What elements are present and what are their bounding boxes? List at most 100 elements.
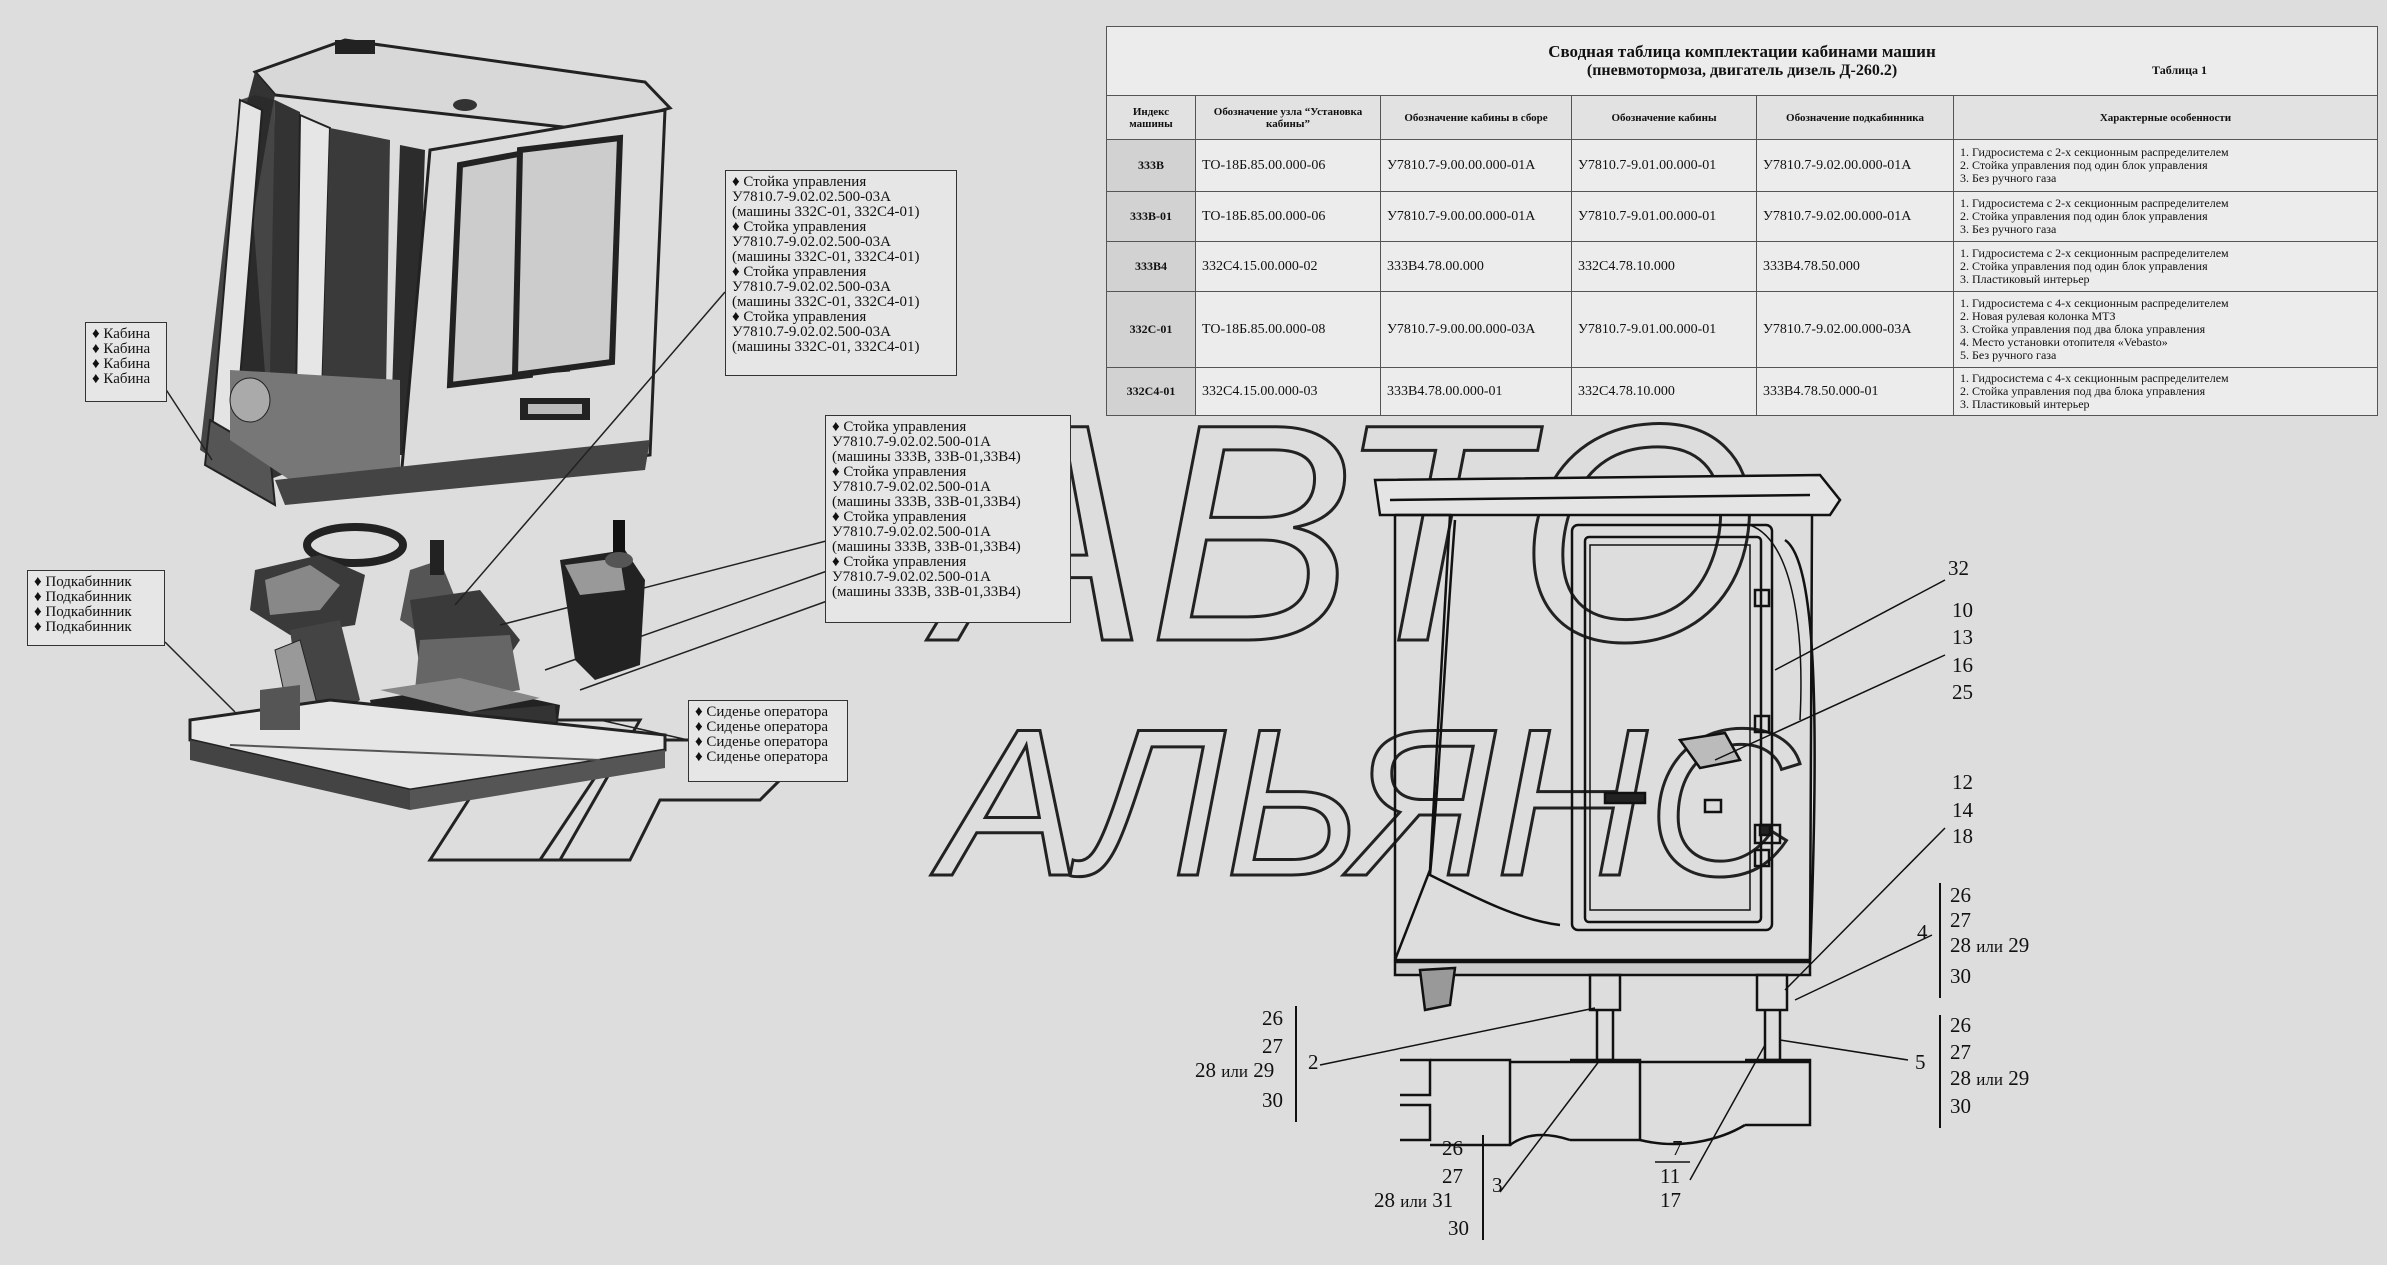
callout-30: 30 xyxy=(1448,1216,1469,1240)
label-line: (машины 332С-01, 332С4-01) xyxy=(732,249,920,265)
table-caption: Сводная таблица комплектации кабинами ма… xyxy=(1106,26,2378,96)
table-title: Сводная таблица комплектации кабинами ма… xyxy=(1548,42,1936,61)
callout-4: 4 xyxy=(1917,920,1928,944)
feature-line: 3. Без ручного газа xyxy=(1960,171,2057,185)
label-line: ♦ Стойка управления xyxy=(732,309,867,325)
callout-31-num: 31 xyxy=(1432,1188,1454,1212)
header-index: Индекс машины xyxy=(1106,95,1196,140)
cell-assembly: У7810.7-9.00.00.000-01А xyxy=(1380,191,1572,242)
label-line: ♦ Кабина xyxy=(92,341,151,357)
label-line: ♦ Кабина xyxy=(92,356,151,372)
cell-cab: У7810.7-9.01.00.000-01 xyxy=(1571,139,1757,192)
table-row: 333В4 332С4.15.00.000-02 333В4.78.00.000… xyxy=(1106,241,2378,292)
callout-28: 28 или 29 xyxy=(1195,1060,1274,1082)
label-line: ♦ Сиденье оператора xyxy=(695,704,828,720)
feature-line: 4. Место установки отопителя «Vebasto» xyxy=(1960,335,2168,349)
callout-29-num: 29 xyxy=(2008,933,2030,957)
callout-13: 13 xyxy=(1952,625,1973,649)
callout-28: 28 или 29 xyxy=(1950,1068,2029,1090)
cell-index: 333В xyxy=(1106,139,1196,192)
callout-26: 26 xyxy=(1262,1006,1283,1030)
header-assembly: Обозначение кабины в сборе xyxy=(1380,95,1572,140)
label-line: ♦ Сиденье оператора xyxy=(695,719,828,735)
table-row: 333В-01 ТО-18Б.85.00.000-06 У7810.7-9.00… xyxy=(1106,191,2378,242)
callout-12: 12 xyxy=(1952,770,1973,794)
feature-line: 3. Пластиковый интерьер xyxy=(1960,272,2090,286)
label-line: (машины 333В, 33В-01,33В4) xyxy=(832,494,1021,510)
label-line: ♦ Подкабинник xyxy=(34,574,132,590)
callout-or: или xyxy=(1221,1062,1248,1081)
callout-27: 27 xyxy=(1442,1164,1463,1188)
callout-5: 5 xyxy=(1915,1050,1926,1074)
table-row: 332С4-01 332С4.15.00.000-03 333В4.78.00.… xyxy=(1106,367,2378,416)
label-line: У7810.7-9.02.02.500-03А xyxy=(732,324,891,340)
header-unit: Обозначение узла “Установка кабины” xyxy=(1195,95,1381,140)
cell-unit: 332С4.15.00.000-02 xyxy=(1195,241,1381,292)
callout-18: 18 xyxy=(1952,824,1973,848)
label-control-stand-01a: ♦ Стойка управления У7810.7-9.02.02.500-… xyxy=(825,415,1071,623)
label-line: (машины 333В, 33В-01,33В4) xyxy=(832,584,1021,600)
callout-or: или xyxy=(1400,1192,1427,1211)
header-subcab: Обозначение подкабинника xyxy=(1756,95,1954,140)
cell-index: 333В-01 xyxy=(1106,191,1196,242)
cell-assembly: 333В4.78.00.000 xyxy=(1380,241,1572,292)
configuration-table: Сводная таблица комплектации кабинами ма… xyxy=(1106,26,2378,416)
label-line: (машины 332С-01, 332С4-01) xyxy=(732,204,920,220)
cell-index: 332С-01 xyxy=(1106,291,1196,368)
label-line: (машины 333В, 33В-01,33В4) xyxy=(832,539,1021,555)
callout-or: или xyxy=(1976,1070,2003,1089)
callout-7: 7 xyxy=(1672,1136,1683,1160)
label-line: ♦ Стойка управления xyxy=(832,554,967,570)
callout-17: 17 xyxy=(1660,1188,1681,1212)
feature-line: 1. Гидросистема с 4-х секционным распред… xyxy=(1960,371,2229,385)
label-line: У7810.7-9.02.02.500-03А xyxy=(732,279,891,295)
cell-features: 1. Гидросистема с 2-х секционным распред… xyxy=(1953,191,2378,242)
callout-26: 26 xyxy=(1442,1136,1463,1160)
subcab-platform-image xyxy=(188,685,667,810)
leader-lines xyxy=(164,291,831,741)
label-line: ♦ Стойка управления xyxy=(732,219,867,235)
callout-27: 27 xyxy=(1950,1040,1971,1064)
label-line: У7810.7-9.02.02.500-01А xyxy=(832,434,991,450)
callout-or: или xyxy=(1976,937,2003,956)
feature-line: 2. Стойка управления под один блок управ… xyxy=(1960,158,2208,172)
cell-subcab: У7810.7-9.02.00.000-01А xyxy=(1756,139,1954,192)
label-line: (машины 333В, 33В-01,33В4) xyxy=(832,449,1021,465)
callout-30: 30 xyxy=(1950,1094,1971,1118)
label-line: ♦ Сиденье оператора xyxy=(695,749,828,765)
callout-27: 27 xyxy=(1262,1034,1283,1058)
feature-line: 3. Пластиковый интерьер xyxy=(1960,397,2090,411)
label-line: (машины 332С-01, 332С4-01) xyxy=(732,294,920,310)
callout-10: 10 xyxy=(1952,598,1973,622)
cell-assembly: У7810.7-9.00.00.000-03А xyxy=(1380,291,1572,368)
callout-29-num: 29 xyxy=(1253,1058,1275,1082)
control-block-image xyxy=(560,520,645,680)
callout-28-num: 28 xyxy=(1195,1058,1216,1082)
table-number: Таблица 1 xyxy=(2152,63,2207,77)
label-control-stand-03a: ♦ Стойка управления У7810.7-9.02.02.500-… xyxy=(725,170,957,376)
table-subtitle: (пневмотормоза, двигатель дизель Д-260.2… xyxy=(1586,62,1898,79)
feature-line: 1. Гидросистема с 2-х секционным распред… xyxy=(1960,196,2229,210)
cell-features: 1. Гидросистема с 4-х секционным распред… xyxy=(1953,367,2378,416)
callout-2: 2 xyxy=(1308,1050,1319,1074)
callout-28-num: 28 xyxy=(1950,1066,1971,1090)
feature-line: 2. Новая рулевая колонка МТЗ xyxy=(1960,309,2116,323)
callout-29-num: 29 xyxy=(2008,1066,2030,1090)
label-line: У7810.7-9.02.02.500-03А xyxy=(732,189,891,205)
cell-assembly: У7810.7-9.00.00.000-01А xyxy=(1380,139,1572,192)
cell-subcab: У7810.7-9.02.00.000-01А xyxy=(1756,191,1954,242)
label-line: ♦ Подкабинник xyxy=(34,619,132,635)
label-line: ♦ Кабина xyxy=(92,326,151,342)
feature-line: 1. Гидросистема с 4-х секционным распред… xyxy=(1960,296,2229,310)
callout-28: 28 или 29 xyxy=(1950,935,2029,957)
callout-28-num: 28 xyxy=(1950,933,1971,957)
drawing-leader-lines xyxy=(1295,579,1946,1240)
callout-14: 14 xyxy=(1952,798,1973,822)
cell-index: 333В4 xyxy=(1106,241,1196,292)
callout-25: 25 xyxy=(1952,680,1973,704)
cell-cab: У7810.7-9.01.00.000-01 xyxy=(1571,291,1757,368)
callout-26: 26 xyxy=(1950,883,1971,907)
label-line: У7810.7-9.02.02.500-01А xyxy=(832,524,991,540)
callout-3: 3 xyxy=(1492,1173,1503,1197)
